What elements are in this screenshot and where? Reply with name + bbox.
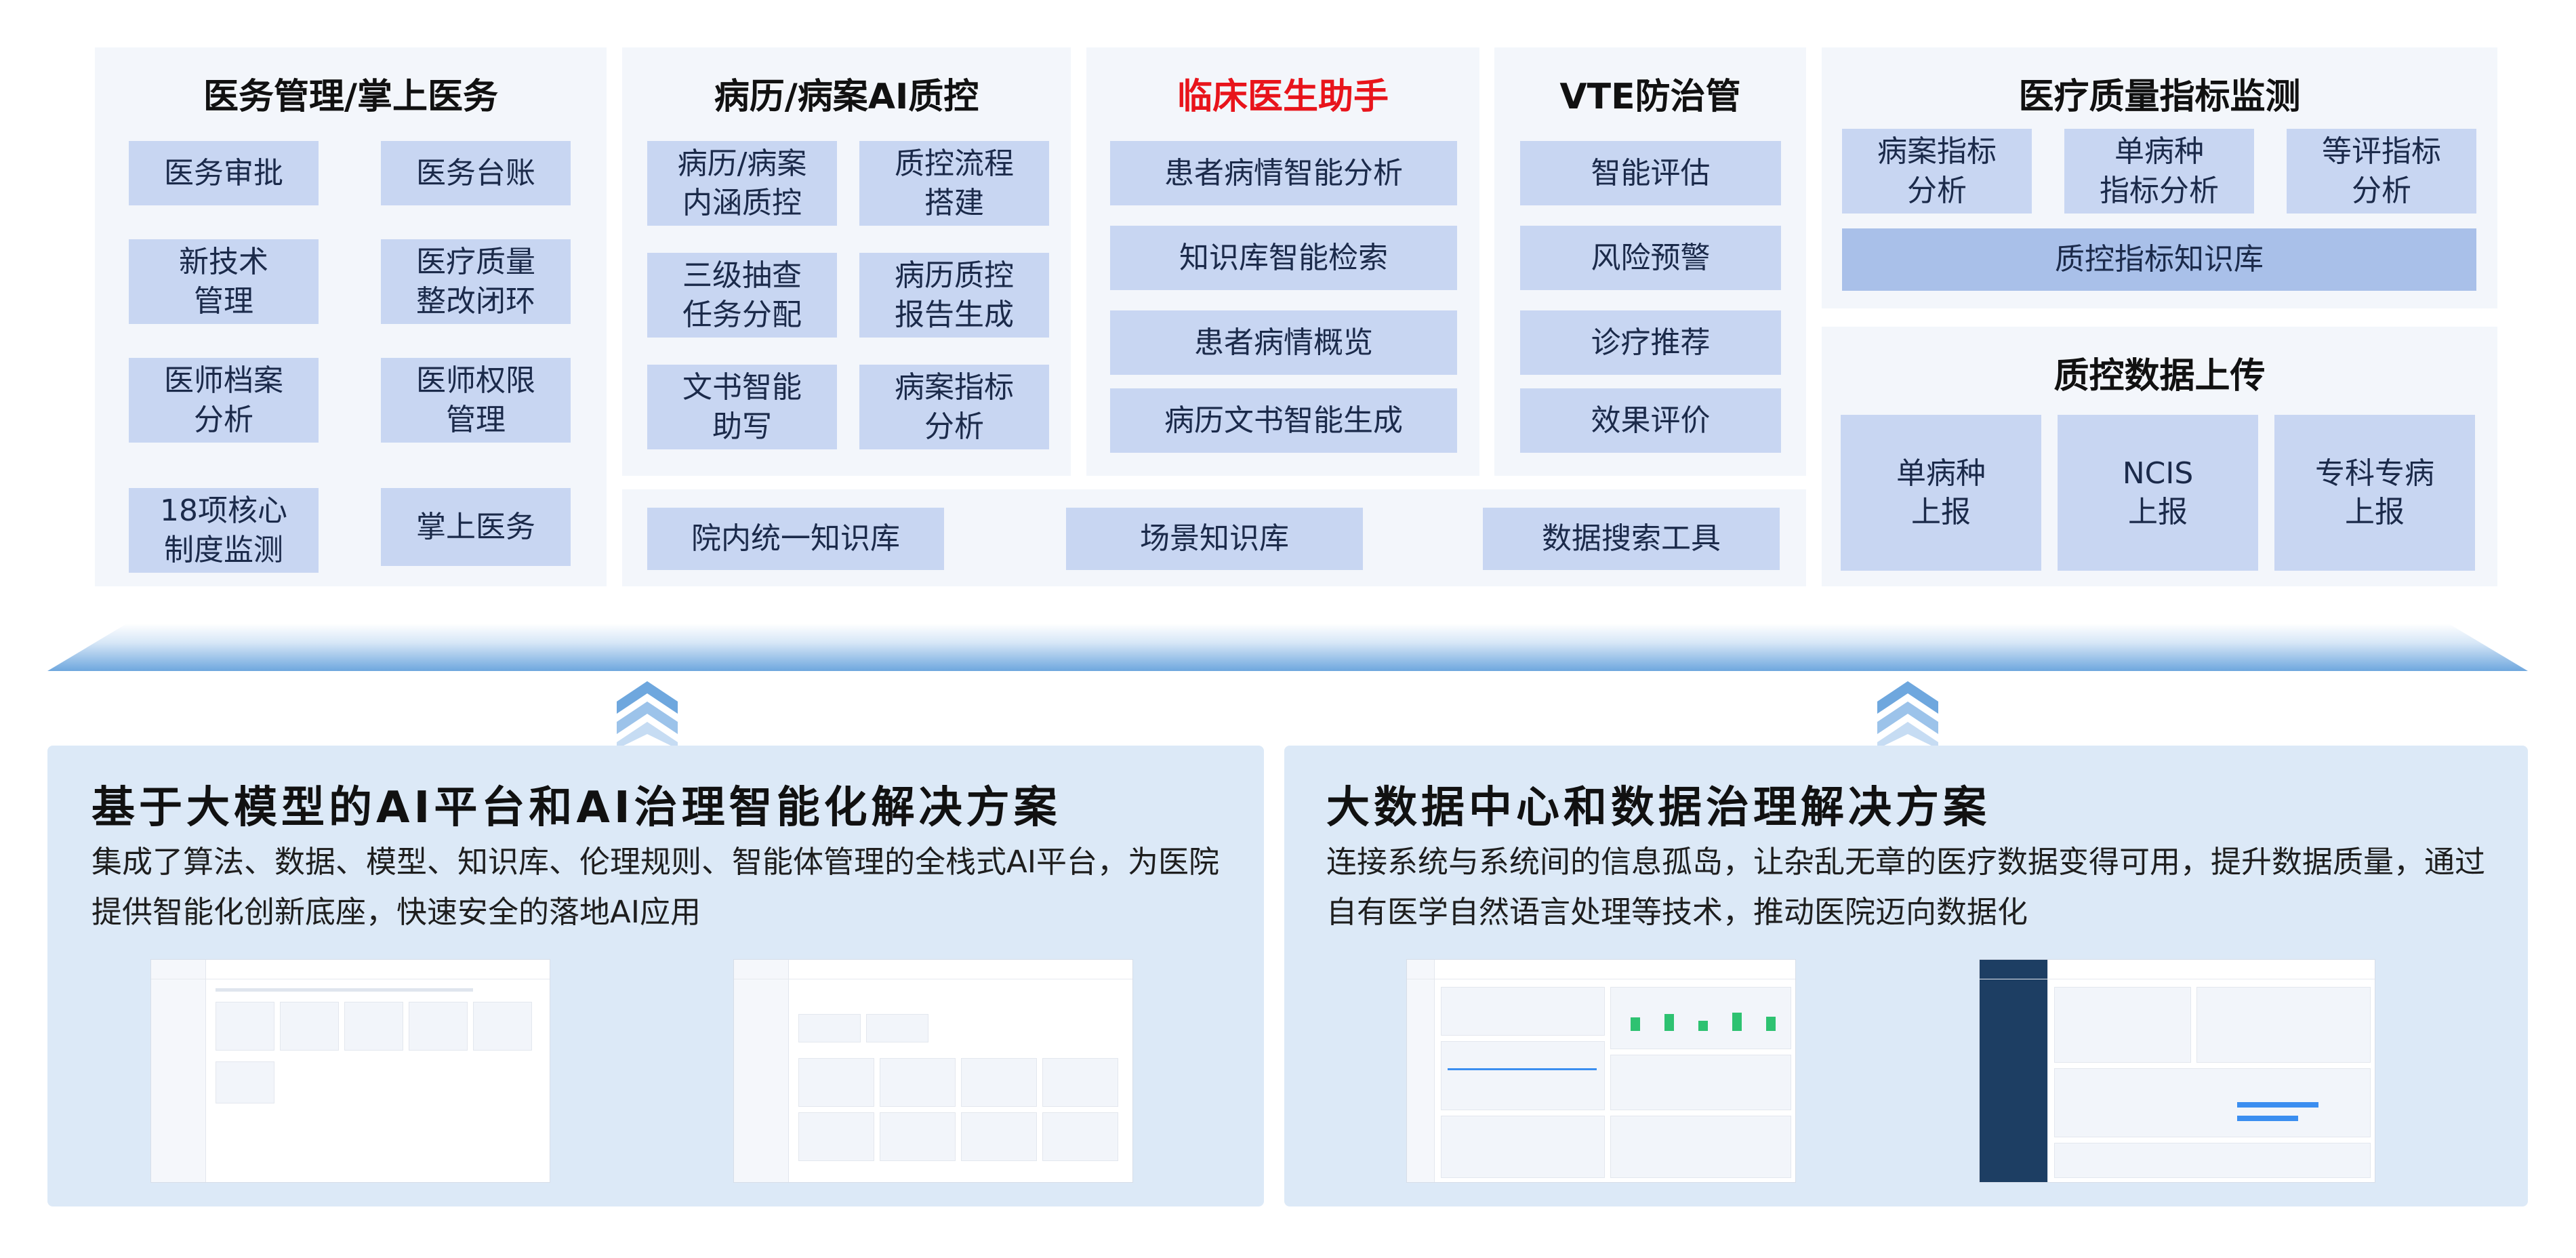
solution-description-line2: 自有医学自然语言处理等技术，推动医院迈向数据化 xyxy=(1326,894,2028,930)
panel-title: 病历/病案AI质控 xyxy=(714,77,979,117)
module-box: 病案指标 分析 xyxy=(859,365,1049,449)
module-box: 单病种 指标分析 xyxy=(2064,129,2254,214)
solution-description-line2: 提供智能化创新底座，快速安全的落地AI应用 xyxy=(91,894,701,930)
module-box: 专科专病 上报 xyxy=(2274,415,2475,571)
panel-title: 医疗质量指标监测 xyxy=(2018,77,2301,117)
module-box: 患者病情概览 xyxy=(1110,310,1457,375)
solution-title: 基于大模型的AI平台和AI治理智能化解决方案 xyxy=(91,783,1061,833)
double-chevron-up-icon xyxy=(1877,681,1938,749)
solution-big-data: 大数据中心和数据治理解决方案 连接系统与系统间的信息孤岛，让杂乱无章的医疗数据变… xyxy=(1284,746,2528,1206)
module-box: 三级抽查 任务分配 xyxy=(647,253,837,338)
module-box: 掌上医务 xyxy=(381,488,571,566)
module-box: 效果评价 xyxy=(1520,388,1781,453)
panel-title: 医务管理/掌上医务 xyxy=(203,77,498,117)
double-chevron-up-icon xyxy=(617,681,678,749)
panel-title: VTE防治管 xyxy=(1559,77,1741,117)
solution-description-line1: 集成了算法、数据、模型、知识库、伦理规则、智能体管理的全栈式AI平台，为医院 xyxy=(91,844,1220,880)
platform-divider-band xyxy=(47,624,2528,671)
solution-title: 大数据中心和数据治理解决方案 xyxy=(1326,783,1990,833)
module-box: NCIS 上报 xyxy=(2058,415,2258,571)
module-box: 病历质控 报告生成 xyxy=(859,253,1049,338)
panel-title: 临床医生助手 xyxy=(1177,77,1389,117)
module-box: 病历文书智能生成 xyxy=(1110,388,1457,453)
module-box: 病历/病案 内涵质控 xyxy=(647,141,837,226)
module-box: 等评指标 分析 xyxy=(2287,129,2476,214)
module-box: 诊疗推荐 xyxy=(1520,310,1781,375)
module-box: 新技术 管理 xyxy=(129,239,319,324)
module-box: 单病种 上报 xyxy=(1841,415,2041,571)
product-screenshot-agent-list xyxy=(733,959,1133,1183)
solution-ai-platform: 基于大模型的AI平台和AI治理智能化解决方案 集成了算法、数据、模型、知识库、伦… xyxy=(47,746,1264,1206)
module-box: 数据搜索工具 xyxy=(1483,508,1780,570)
panel-vte: VTE防治管 智能评估 风险预警 诊疗推荐 效果评价 xyxy=(1494,47,1806,476)
module-box: 病案指标 分析 xyxy=(1842,129,2032,214)
module-box: 知识库智能检索 xyxy=(1110,226,1457,290)
module-box: 18项核心 制度监测 xyxy=(129,488,319,573)
module-box: 医师权限 管理 xyxy=(381,358,571,443)
product-screenshot-ai-platform xyxy=(150,959,550,1183)
module-box: 场景知识库 xyxy=(1066,508,1363,570)
module-box: 智能评估 xyxy=(1520,141,1781,205)
product-screenshot-data-center xyxy=(1979,959,2375,1183)
panel-title: 质控数据上传 xyxy=(2053,356,2266,397)
solution-description-line1: 连接系统与系统间的信息孤岛，让杂乱无章的医疗数据变得可用，提升数据质量，通过 xyxy=(1326,844,2486,880)
product-screenshot-data-dashboard xyxy=(1406,959,1796,1183)
module-box: 风险预警 xyxy=(1520,226,1781,290)
module-box-wide: 质控指标知识库 xyxy=(1842,228,2476,291)
module-box: 院内统一知识库 xyxy=(647,508,944,570)
module-box: 质控流程 搭建 xyxy=(859,141,1049,226)
module-box: 患者病情智能分析 xyxy=(1110,141,1457,205)
panel-data-upload: 质控数据上传 单病种 上报 NCIS 上报 专科专病 上报 xyxy=(1822,327,2497,586)
module-box: 医师档案 分析 xyxy=(129,358,319,443)
module-box: 医务台账 xyxy=(381,141,571,205)
module-box: 医务审批 xyxy=(129,141,319,205)
panel-quality-indicators: 医疗质量指标监测 病案指标 分析 单病种 指标分析 等评指标 分析 质控指标知识… xyxy=(1822,47,2497,308)
panel-clinical-assistant: 临床医生助手 患者病情智能分析 知识库智能检索 患者病情概览 病历文书智能生成 xyxy=(1086,47,1479,476)
panel-ai-quality-control: 病历/病案AI质控 病历/病案 内涵质控 质控流程 搭建 三级抽查 任务分配 病… xyxy=(622,47,1071,476)
module-box: 医疗质量 整改闭环 xyxy=(381,239,571,324)
panel-knowledge-base: 院内统一知识库 场景知识库 数据搜索工具 xyxy=(622,489,1806,586)
panel-medical-affairs: 医务管理/掌上医务 医务审批 医务台账 新技术 管理 医疗质量 整改闭环 医师档… xyxy=(95,47,607,586)
module-box: 文书智能 助写 xyxy=(647,365,837,449)
